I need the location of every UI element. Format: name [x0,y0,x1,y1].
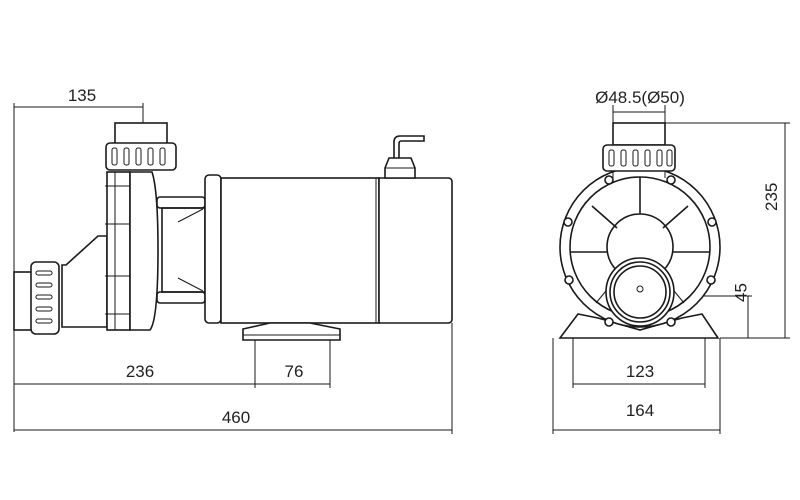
dimension-lines-side [13,103,453,434]
outlet-union-side [105,122,177,171]
dim-135: 135 [68,86,96,105]
side-view: 135 236 76 460 [13,86,453,434]
pump-housing-front [559,166,721,328]
cable-gland-side [384,135,425,179]
motor-side [204,174,453,324]
motor-foot-side [242,322,341,341]
front-view: Ø48.5(Ø50) 235 45 123 164 [552,88,790,434]
dim-164: 164 [626,401,654,420]
inlet-port-front [605,257,675,327]
dim-123: 123 [626,362,654,381]
dim-pipe-diameter: Ø48.5(Ø50) [595,88,685,107]
dim-460: 460 [222,408,250,427]
dim-76: 76 [285,362,304,381]
dimension-lines-front [552,105,790,434]
dim-236: 236 [126,362,154,381]
outlet-union-front [602,122,676,178]
dim-45: 45 [732,283,751,302]
dim-235: 235 [762,183,781,211]
pump-head-side [105,171,159,331]
inlet-union-side [13,235,108,335]
bracket-side [156,196,206,304]
